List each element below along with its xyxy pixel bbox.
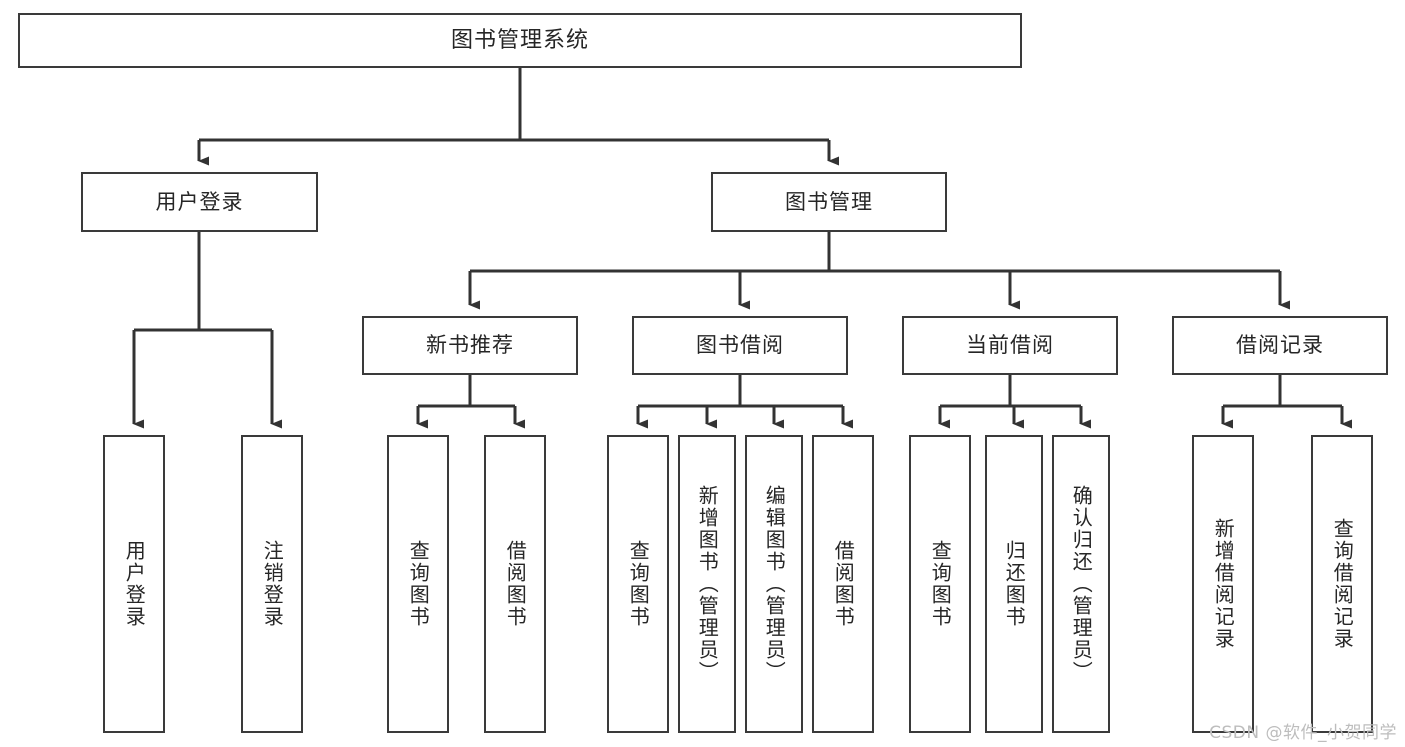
node-book-manage[interactable]: 图书管理 xyxy=(711,172,947,232)
node-book-manage-label: 图书管理 xyxy=(785,189,873,214)
node-leaf-logout-login[interactable]: 注销登录 xyxy=(241,435,303,733)
node-leaf-return-book[interactable]: 归还图书 xyxy=(985,435,1043,733)
node-new-book-recommend-label: 新书推荐 xyxy=(426,333,514,358)
node-leaf-confirm-return-admin-label: 确认归还（管理员） xyxy=(1069,485,1094,683)
node-leaf-add-borrow-record[interactable]: 新增借阅记录 xyxy=(1192,435,1254,733)
node-leaf-edit-book-admin[interactable]: 编辑图书（管理员） xyxy=(745,435,803,733)
node-leaf-return-book-label: 归还图书 xyxy=(1002,540,1027,628)
node-leaf-query-borrow-record-label: 查询借阅记录 xyxy=(1330,518,1355,650)
node-leaf-query-book-current[interactable]: 查询图书 xyxy=(909,435,971,733)
node-leaf-query-book-borrow[interactable]: 查询图书 xyxy=(607,435,669,733)
node-leaf-borrow-book[interactable]: 借阅图书 xyxy=(812,435,874,733)
node-leaf-add-borrow-record-label: 新增借阅记录 xyxy=(1211,518,1236,650)
node-leaf-user-login-label: 用户登录 xyxy=(122,540,147,628)
node-current-borrow-label: 当前借阅 xyxy=(966,333,1054,358)
node-leaf-logout-login-label: 注销登录 xyxy=(260,540,285,628)
node-root-label: 图书管理系统 xyxy=(450,27,589,53)
node-borrow-record[interactable]: 借阅记录 xyxy=(1172,316,1388,375)
node-current-borrow[interactable]: 当前借阅 xyxy=(902,316,1118,375)
node-leaf-add-book-admin[interactable]: 新增图书（管理员） xyxy=(678,435,736,733)
node-leaf-add-book-admin-label: 新增图书（管理员） xyxy=(695,485,720,683)
node-leaf-query-book-recommend[interactable]: 查询图书 xyxy=(387,435,449,733)
node-leaf-borrow-book-recommend-label: 借阅图书 xyxy=(503,540,528,628)
node-borrow-record-label: 借阅记录 xyxy=(1236,333,1324,358)
node-leaf-borrow-book-recommend[interactable]: 借阅图书 xyxy=(484,435,546,733)
node-user-login[interactable]: 用户登录 xyxy=(81,172,318,232)
node-leaf-edit-book-admin-label: 编辑图书（管理员） xyxy=(762,485,787,683)
node-leaf-query-book-borrow-label: 查询图书 xyxy=(626,540,651,628)
node-leaf-borrow-book-label: 借阅图书 xyxy=(831,540,856,628)
node-leaf-confirm-return-admin[interactable]: 确认归还（管理员） xyxy=(1052,435,1110,733)
node-leaf-query-borrow-record[interactable]: 查询借阅记录 xyxy=(1311,435,1373,733)
node-leaf-query-book-recommend-label: 查询图书 xyxy=(406,540,431,628)
node-root[interactable]: 图书管理系统 xyxy=(18,13,1022,68)
node-book-borrow[interactable]: 图书借阅 xyxy=(632,316,848,375)
node-user-login-label: 用户登录 xyxy=(155,189,244,214)
node-book-borrow-label: 图书借阅 xyxy=(696,333,784,358)
node-leaf-query-book-current-label: 查询图书 xyxy=(928,540,953,628)
node-leaf-user-login[interactable]: 用户登录 xyxy=(103,435,165,733)
node-new-book-recommend[interactable]: 新书推荐 xyxy=(362,316,578,375)
